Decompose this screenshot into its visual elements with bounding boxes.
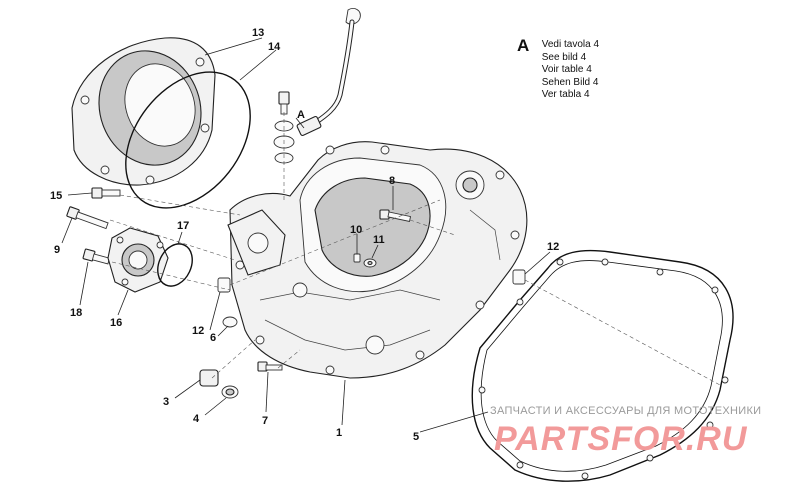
- reference-line: Voir table 4: [541, 64, 592, 75]
- callout-5: 5: [413, 431, 419, 443]
- banjo-bolt-stack: [273, 91, 295, 200]
- washer-6: [222, 316, 238, 328]
- callout-16: 16: [110, 317, 122, 329]
- bolt-9: [66, 206, 109, 230]
- inspection-cover: [107, 227, 169, 293]
- screw-10: [353, 253, 361, 263]
- callout-11: 11: [373, 234, 385, 246]
- callout-7: 7: [262, 415, 268, 427]
- callout-3: 3: [163, 396, 169, 408]
- bolt-15: [91, 187, 121, 199]
- callout-18: 18: [70, 307, 82, 319]
- reference-note: A Vedi tavola 4 See bild 4 Voir table 4 …: [517, 36, 599, 102]
- callout-8: 8: [389, 175, 395, 187]
- bolt-8: [379, 209, 412, 222]
- watermark-logo: PARTSFOR.RU: [494, 420, 748, 458]
- reference-lines: Vedi tavola 4 See bild 4 Voir table 4 Se…: [542, 39, 599, 102]
- washer-11: [363, 258, 377, 268]
- watermark-logo-text: PARTSFOR.RU: [494, 420, 748, 458]
- o-ring-large: [125, 71, 251, 209]
- reference-line: Sehen Bild 4: [541, 76, 599, 88]
- clutch-cover: [71, 37, 216, 186]
- callout-15: 15: [50, 190, 62, 202]
- callout-14: 14: [268, 41, 281, 53]
- callout-10: 10: [350, 224, 362, 236]
- bolt-7: [257, 361, 283, 372]
- bolt-18: [82, 248, 111, 265]
- alignment-lines: [109, 194, 721, 386]
- callout-4: 4: [193, 413, 200, 425]
- oil-line: [296, 7, 361, 136]
- plug-3: [199, 369, 219, 387]
- reference-line: Vedi tavola 4: [541, 39, 599, 50]
- crankcase-cover: [227, 141, 528, 379]
- cover-gasket: [471, 249, 734, 482]
- callout-9: 9: [54, 244, 60, 256]
- reference-letter: A: [517, 36, 530, 55]
- callout-6: 6: [210, 332, 216, 344]
- seal-4: [221, 385, 239, 399]
- callout-12-left: 12: [192, 325, 204, 337]
- o-ring-small: [157, 243, 193, 287]
- gasket-holes: [478, 258, 729, 480]
- dowel-12-right: [512, 269, 526, 285]
- callout-labels: 13 14 15 9 17 18 16 12 6 3 4 7 1 8 10 11…: [50, 27, 559, 443]
- leader-lines: [61, 37, 551, 433]
- callout-13: 13: [252, 27, 264, 39]
- callout-12-right: 12: [547, 241, 559, 253]
- callout-A: A: [297, 109, 305, 121]
- reference-line: Ver tabla 4: [541, 89, 590, 100]
- callout-1: 1: [336, 427, 342, 439]
- dowel-12-left: [217, 277, 231, 293]
- callout-17: 17: [177, 220, 189, 232]
- reference-line: See bild 4: [541, 51, 587, 63]
- watermark-tagline: ЗАПЧАСТИ И АКСЕССУАРЫ ДЛЯ МОТОТЕХНИКИ: [490, 405, 762, 417]
